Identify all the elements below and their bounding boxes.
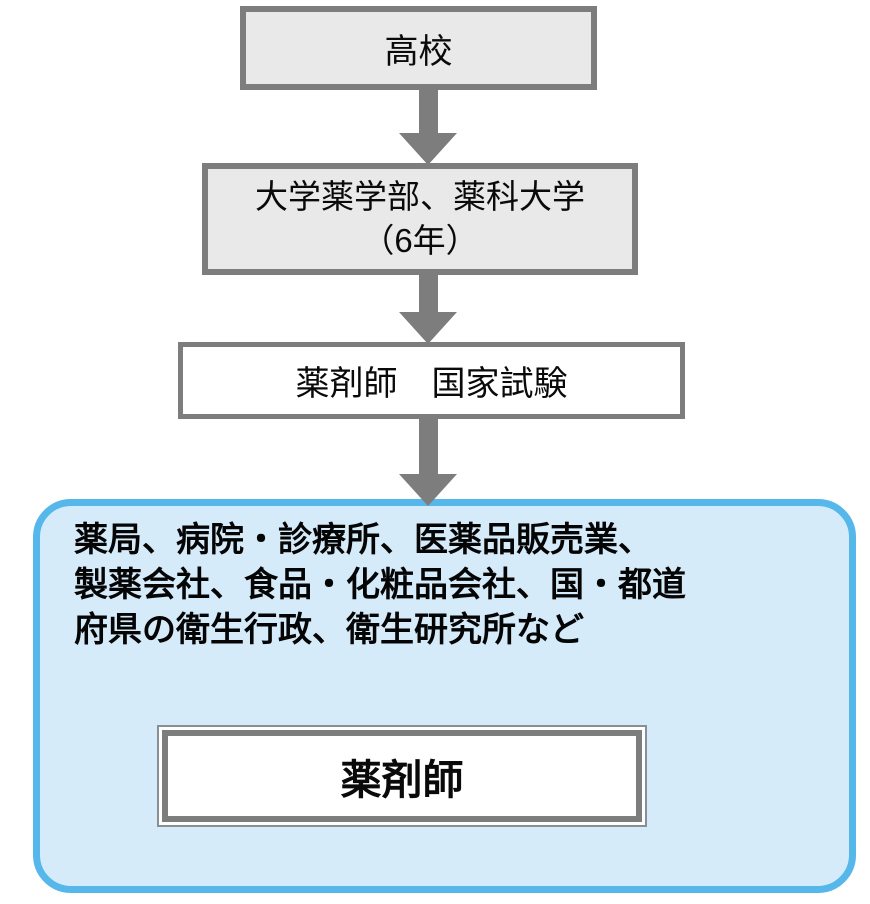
down-arrow-icon xyxy=(399,417,457,506)
pharmacist-result-box-inner: 薬剤師 xyxy=(162,730,642,822)
flow-box-highschool: 高校 xyxy=(240,6,597,90)
university-label-line1: 大学薬学部、薬科大学 xyxy=(255,178,585,215)
workplaces-line1: 薬局、病院・診療所、医薬品販売業、 xyxy=(74,521,652,559)
flow-box-university: 大学薬学部、薬科大学 （6年） xyxy=(202,163,638,275)
arrow-head xyxy=(399,474,457,506)
workplaces-text: 薬局、病院・診療所、医薬品販売業、 製薬会社、食品・化粧品会社、国・都道 府県の… xyxy=(74,518,686,653)
down-arrow-icon xyxy=(399,88,457,165)
pharmacist-label: 薬剤師 xyxy=(340,757,464,803)
down-arrow-icon xyxy=(399,273,457,344)
arrow-shaft xyxy=(418,88,438,133)
workplaces-line3: 府県の衛生行政、衛生研究所など xyxy=(74,611,584,649)
flow-box-national-exam: 薬剤師 国家試験 xyxy=(178,342,685,419)
workplaces-line2: 製薬会社、食品・化粧品会社、国・都道 xyxy=(74,566,686,604)
arrow-shaft xyxy=(418,273,438,312)
workplaces-panel: 薬局、病院・診療所、医薬品販売業、 製薬会社、食品・化粧品会社、国・都道 府県の… xyxy=(33,499,856,893)
arrow-head xyxy=(399,312,457,344)
arrow-shaft xyxy=(418,417,438,474)
exam-label: 薬剤師 国家試験 xyxy=(295,365,568,403)
university-label-line2: （6年） xyxy=(361,222,479,259)
arrow-head xyxy=(399,133,457,165)
pharmacist-result-box: 薬剤師 xyxy=(157,725,647,827)
highschool-label: 高校 xyxy=(384,32,453,71)
